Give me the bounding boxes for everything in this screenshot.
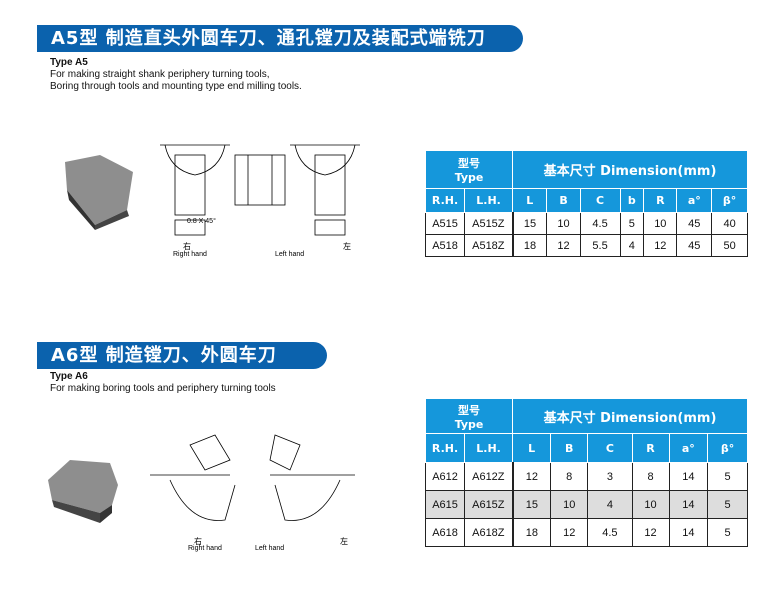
table-cell: A518Z xyxy=(464,234,514,257)
column-header: a° xyxy=(676,188,713,213)
a6-title: A6型 制造镗刀、外圆车刀 xyxy=(37,342,327,369)
a5-chamfer-label: 0.8 X 45° xyxy=(187,218,216,225)
column-header: L xyxy=(512,433,552,463)
a5-insert-image xyxy=(65,155,133,230)
table-cell: 4.5 xyxy=(587,518,633,547)
column-header: b xyxy=(619,188,645,213)
table-cell: 4.5 xyxy=(579,212,621,235)
table-cell: 5 xyxy=(707,462,748,491)
dimension-header: 基本尺寸 Dimension(mm) xyxy=(512,398,748,434)
table-cell: 10 xyxy=(546,212,581,235)
a6-left-hand-label: Left hand xyxy=(255,545,285,552)
table-cell: A515 xyxy=(424,212,466,235)
table-cell: 5 xyxy=(707,490,748,519)
column-header: L.H. xyxy=(464,188,514,213)
column-header: B xyxy=(550,433,589,463)
a5-right-cn: 右 xyxy=(183,242,191,251)
column-header: B xyxy=(546,188,581,213)
a6-right-cn: 右 xyxy=(194,537,202,546)
table-cell: 15 xyxy=(512,490,552,519)
table-cell: A612Z xyxy=(464,462,514,491)
table-cell: 14 xyxy=(668,518,709,547)
table-cell: 8 xyxy=(550,462,589,491)
column-header: β° xyxy=(707,433,748,463)
table-cell: 18 xyxy=(512,234,548,257)
table-cell: A615 xyxy=(424,490,466,519)
a6-right-hand-label: Right hand xyxy=(188,545,222,552)
column-header: C xyxy=(587,433,633,463)
a5-type-label: Type A5 xyxy=(50,57,88,68)
a6-technical-drawing xyxy=(150,434,355,521)
table-cell: A515Z xyxy=(464,212,514,235)
table-cell: 12 xyxy=(643,234,678,257)
a6-left-cn: 左 xyxy=(340,537,348,546)
column-header: L.H. xyxy=(464,433,514,463)
column-header: C xyxy=(579,188,621,213)
table-cell: 4 xyxy=(587,490,633,519)
a5-title: A5型 制造直头外圆车刀、通孔镗刀及装配式端铣刀 xyxy=(37,25,523,52)
table-cell: 40 xyxy=(711,212,748,235)
table-cell: 12 xyxy=(512,462,552,491)
table-cell: 18 xyxy=(512,518,552,547)
table-cell: 14 xyxy=(668,462,709,491)
table-cell: 14 xyxy=(668,490,709,519)
table-cell: A615Z xyxy=(464,490,514,519)
column-header: a° xyxy=(668,433,709,463)
table-cell: 3 xyxy=(587,462,633,491)
table-cell: 10 xyxy=(550,490,589,519)
a5-left-cn: 左 xyxy=(343,242,351,251)
column-header: β° xyxy=(711,188,748,213)
dimension-header: 基本尺寸 Dimension(mm) xyxy=(512,150,748,189)
a5-desc-1: For making straight shank periphery turn… xyxy=(50,69,270,80)
table-cell: 5 xyxy=(707,518,748,547)
table-cell: 50 xyxy=(711,234,748,257)
table-cell: 5.5 xyxy=(579,234,621,257)
table-cell: 5 xyxy=(619,212,645,235)
a5-left-hand-label: Left hand xyxy=(275,251,305,258)
column-header: R xyxy=(643,188,678,213)
table-cell: A618Z xyxy=(464,518,514,547)
table-cell: 10 xyxy=(631,490,670,519)
table-cell: 45 xyxy=(676,212,713,235)
a5-technical-drawing xyxy=(160,144,360,236)
column-header: R.H. xyxy=(424,188,466,213)
a5-desc-2: Boring through tools and mounting type e… xyxy=(50,81,302,92)
a6-insert-image xyxy=(48,460,118,523)
a5-right-hand-label: Right hand xyxy=(173,251,207,258)
table-cell: 8 xyxy=(631,462,670,491)
table-cell: 12 xyxy=(631,518,670,547)
table-cell: 15 xyxy=(512,212,548,235)
table-cell: A518 xyxy=(424,234,466,257)
table-cell: 12 xyxy=(550,518,589,547)
table-cell: A618 xyxy=(424,518,466,547)
table-cell: 10 xyxy=(643,212,678,235)
table-cell: 4 xyxy=(619,234,645,257)
column-header: R xyxy=(631,433,670,463)
table-cell: A612 xyxy=(424,462,466,491)
table-cell: 45 xyxy=(676,234,713,257)
a6-type-label: Type A6 xyxy=(50,371,88,382)
a6-desc-1: For making boring tools and periphery tu… xyxy=(50,383,276,394)
table-cell: 12 xyxy=(546,234,581,257)
column-header: L xyxy=(512,188,548,213)
column-header: R.H. xyxy=(424,433,466,463)
